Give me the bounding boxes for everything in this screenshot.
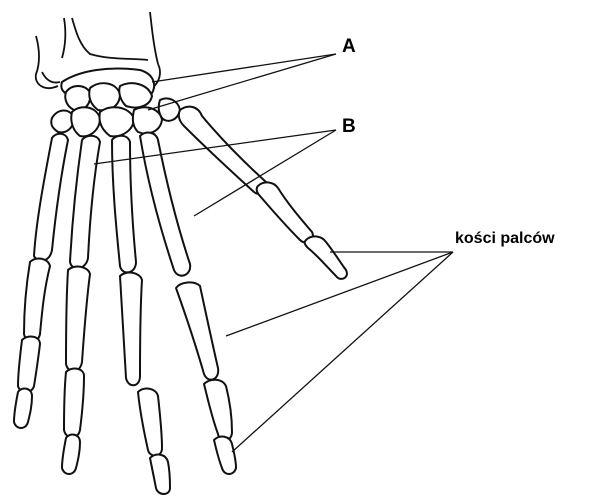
thumb-bones xyxy=(257,182,347,279)
label-phalanges: kości palców xyxy=(455,230,555,248)
ring-finger-bones xyxy=(62,267,90,474)
pointer-a-1 xyxy=(152,54,336,82)
label-b: B xyxy=(342,116,356,138)
middle-finger-bones xyxy=(120,273,170,494)
metacarpal-bones xyxy=(34,107,268,276)
index-finger-bones xyxy=(176,282,236,474)
pointer-phalanges-3 xyxy=(232,252,453,452)
pointer-a-2 xyxy=(148,54,336,110)
label-a: A xyxy=(342,36,356,58)
carpal-bones xyxy=(51,69,180,137)
little-finger-bones xyxy=(14,259,50,428)
